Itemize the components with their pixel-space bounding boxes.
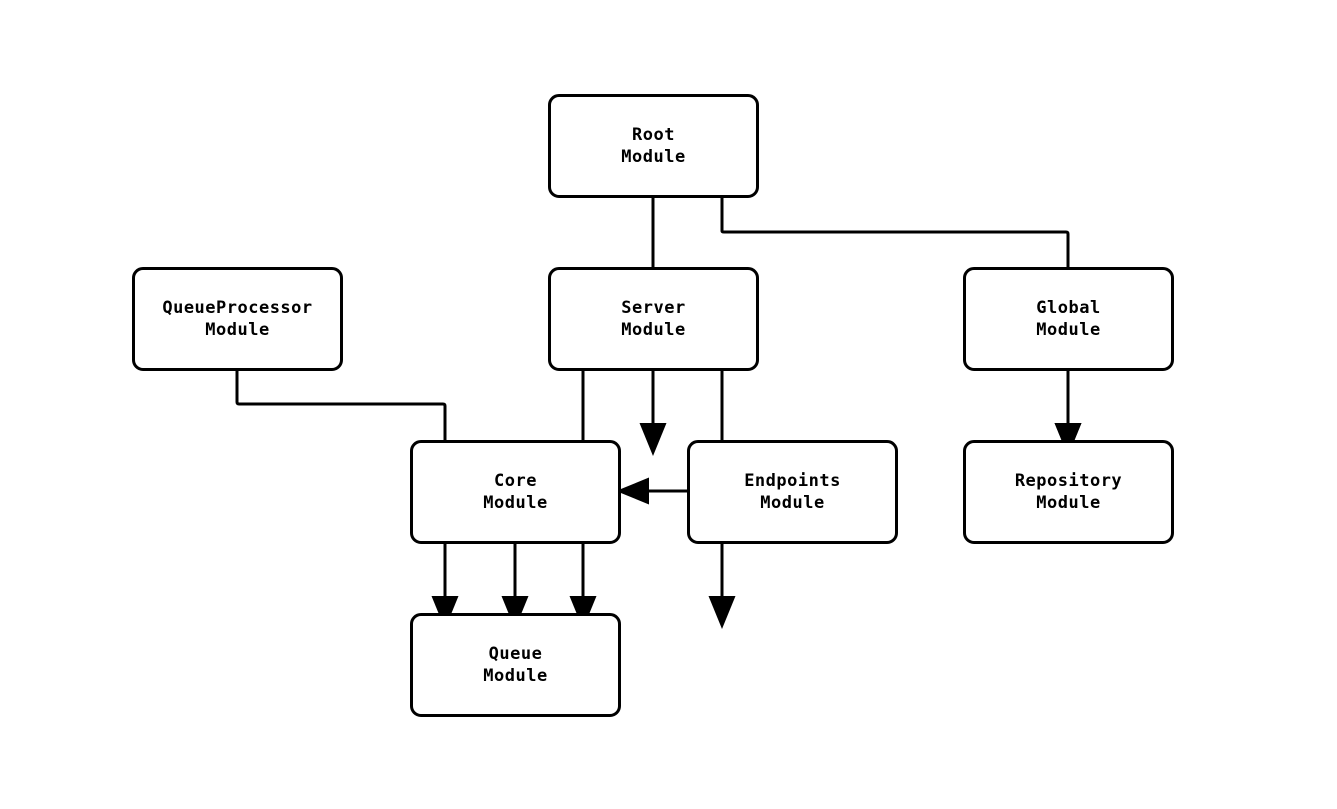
node-global-line1: Global — [1036, 298, 1101, 318]
node-repository-line2: Module — [1036, 493, 1101, 513]
node-server-line2: Module — [621, 320, 686, 340]
node-core-line1: Core — [494, 471, 537, 491]
node-endpoints-line1: Endpoints — [744, 471, 841, 491]
node-queue-line2: Module — [483, 666, 548, 686]
edge-root-to-global — [720, 198, 1082, 456]
node-global[interactable]: Global Module — [963, 267, 1174, 371]
node-root-line2: Module — [621, 147, 686, 167]
node-queue-line1: Queue — [488, 644, 543, 664]
node-root-line1: Root — [632, 125, 675, 145]
node-root[interactable]: Root Module — [548, 94, 759, 198]
node-queueprocessor-line1: QueueProcessor — [162, 298, 313, 318]
node-endpoints[interactable]: Endpoints Module — [687, 440, 898, 544]
node-server[interactable]: Server Module — [548, 267, 759, 371]
node-queueprocessor[interactable]: QueueProcessor Module — [132, 267, 343, 371]
node-queueprocessor-line2: Module — [205, 320, 270, 340]
node-queue[interactable]: Queue Module — [410, 613, 621, 717]
node-core[interactable]: Core Module — [410, 440, 621, 544]
node-core-line2: Module — [483, 493, 548, 513]
node-global-line2: Module — [1036, 320, 1101, 340]
node-repository-line1: Repository — [1014, 471, 1123, 491]
edge-queueprocessor-to-core — [235, 371, 459, 629]
node-server-line1: Server — [621, 298, 686, 318]
node-endpoints-line2: Module — [760, 493, 825, 513]
node-repository[interactable]: Repository Module — [963, 440, 1174, 544]
